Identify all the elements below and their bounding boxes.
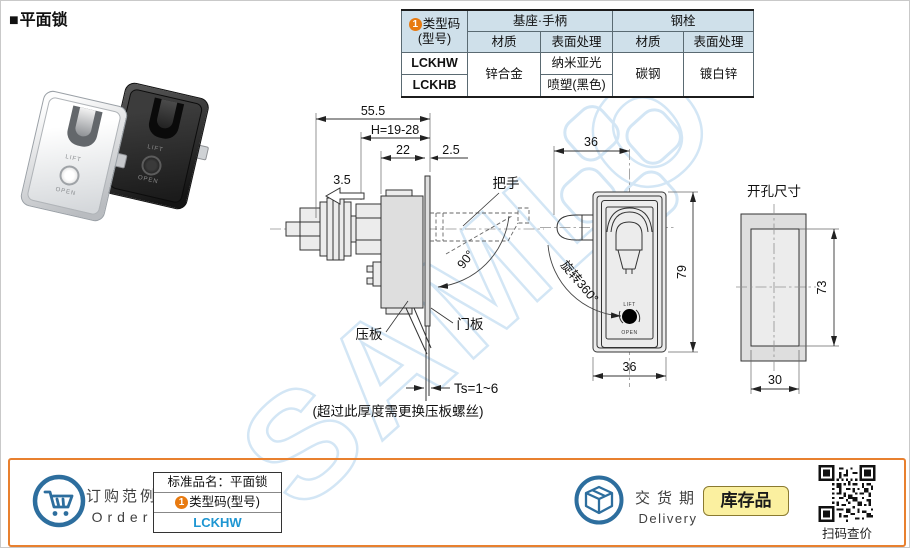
dim-stroke: 3.5 [333, 173, 350, 187]
dim-total-depth: 55.5 [361, 104, 385, 118]
order-model-link[interactable]: LCKHW [193, 515, 242, 530]
open-marking: OPEN [621, 330, 637, 336]
handle-90deg-arc [437, 215, 510, 289]
spec-header-surface-1: 表面处理 [540, 31, 613, 53]
handle-label: 把手 [493, 176, 520, 191]
side-view-labels: 把手 压板 门板 Ts=1~6 (超过此厚度需更换压板螺丝) [313, 176, 520, 419]
delivery-box-icon [574, 475, 624, 525]
cell-base-material: 锌合金 [467, 52, 541, 98]
qr-caption: 扫码查价 [821, 527, 872, 541]
front-view-drawing: LIFT OPEN 36 79 36 旋转360° [540, 135, 698, 387]
dim-hole-width: 30 [768, 373, 782, 387]
type-code-badge: 1 [408, 17, 422, 31]
dim-body-depth: 22 [396, 143, 410, 157]
handle-slot [146, 97, 185, 142]
pressure-plate-label: 压板 [356, 327, 383, 342]
hole-cutout-drawing: 开孔尺寸 73 30 [736, 184, 839, 394]
hole-view-title: 开孔尺寸 [747, 184, 801, 199]
key-cylinder [57, 163, 82, 188]
side-view-drawing: 55.5 H=19-28 22 2.5 3.5 90° 把手 压板 门板 Ts=… [270, 104, 544, 419]
panel-cutout-profile [740, 213, 807, 362]
lock-side-profile [285, 175, 432, 401]
title-square-marker: ■ [9, 12, 19, 29]
price-qr-code [818, 465, 876, 522]
spec-header-material-2: 材质 [612, 31, 684, 53]
stroke-direction-arrow [324, 187, 365, 205]
model-link-lckhw[interactable]: LCKHW [401, 52, 468, 75]
order-type-badge: 1 [175, 496, 189, 509]
dim-hole-height: 73 [815, 281, 829, 295]
spec-header-base-handle: 基座·手柄 [467, 9, 613, 32]
dim-panel-gap: 2.5 [442, 143, 459, 157]
lift-marking: LIFT [623, 302, 635, 308]
dim-grip-range: H=19-28 [371, 123, 419, 137]
cart-icon [32, 474, 86, 528]
cell-surface-black: 喷塑(黑色) [540, 74, 613, 98]
handle-open-position [430, 207, 530, 255]
delivery-title: 交货期 Delivery [634, 490, 701, 526]
angle-90-label: 90° [455, 248, 478, 272]
thickness-note: (超过此厚度需更换压板螺丝) [313, 404, 484, 419]
side-view-dimensions: 55.5 H=19-28 22 2.5 3.5 90° [315, 104, 510, 289]
model-link-lckhb[interactable]: LCKHB [401, 74, 468, 98]
order-example-title: 订购范例 Order [86, 488, 159, 525]
product-photo-silver: LIFT OPEN [18, 88, 130, 224]
order-product-name: 标准品名：平面锁 [154, 473, 281, 493]
cell-bolt-surface: 镀白锌 [683, 52, 754, 98]
dim-height: 79 [675, 265, 689, 279]
page-title: ■平面锁 [9, 12, 68, 29]
panel-thickness-label: Ts=1~6 [454, 381, 498, 396]
spec-header-bolt: 钢栓 [612, 9, 754, 32]
cell-surface-white: 纳米亚光 [540, 52, 613, 75]
spec-header-material-1: 材质 [467, 31, 541, 53]
cell-bolt-material: 碳钢 [612, 52, 684, 98]
dim-width-top: 36 [584, 135, 598, 149]
handle-tab [73, 107, 96, 139]
hole-dimensions: 73 30 [750, 228, 839, 394]
stock-badge: 库存品 [703, 486, 789, 516]
key-cylinder [139, 153, 164, 178]
door-panel-profile [424, 175, 431, 327]
spec-header-surface-2: 表面处理 [683, 31, 754, 53]
door-panel-label: 门板 [457, 317, 484, 332]
handle-tab [155, 99, 178, 130]
rotation-360-arc [547, 244, 622, 319]
dim-width-bottom: 36 [623, 360, 637, 374]
handle-slot [64, 105, 103, 150]
